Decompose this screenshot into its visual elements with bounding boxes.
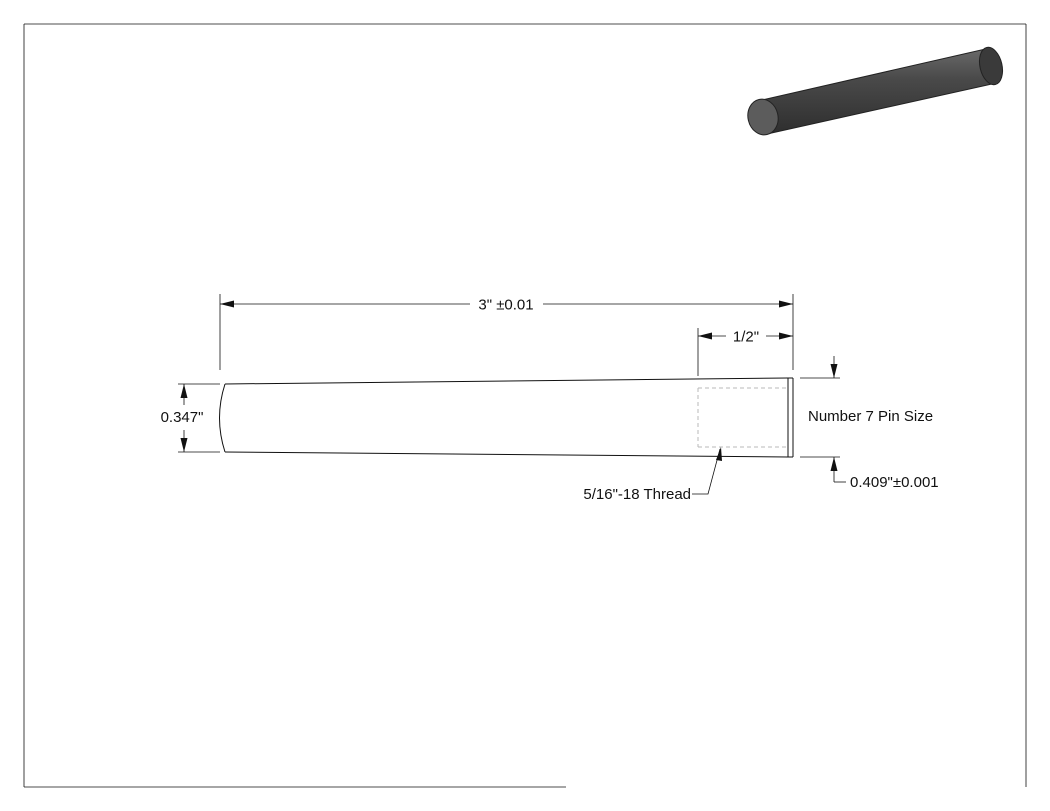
overall-length-dimension: 3" ±0.01 — [219, 294, 794, 370]
small-diameter-label: 0.347" — [161, 409, 204, 426]
small-diameter-dimension: 0.347" — [161, 383, 220, 453]
large-diameter-dimension: 0.409"±0.001 — [800, 356, 939, 491]
thread-length-label: 1/2" — [733, 329, 759, 346]
thread-callout: 5/16"-18 Thread — [583, 447, 722, 503]
thread-hidden-lines — [697, 387, 788, 448]
isometric-pin-view — [747, 46, 1004, 136]
pin-size-note: Number 7 Pin Size — [808, 408, 933, 425]
thread-length-dimension: 1/2" — [697, 328, 793, 376]
overall-length-label: 3" ±0.01 — [478, 297, 533, 314]
large-diameter-label: 0.409"±0.001 — [850, 474, 939, 491]
pin-profile — [219, 377, 794, 458]
sheet-border — [23, 23, 1027, 788]
thread-callout-label: 5/16"-18 Thread — [583, 486, 691, 503]
